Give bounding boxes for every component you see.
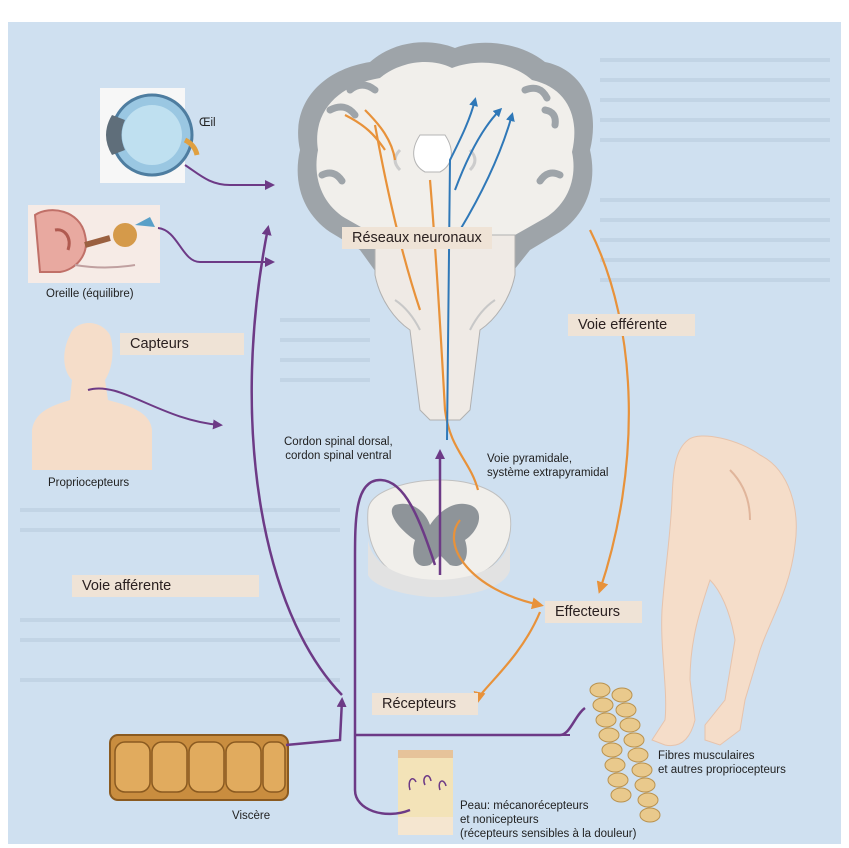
ear-illustration — [28, 205, 160, 283]
label-spinal-cord: Cordon spinal dorsal, cordon spinal vent… — [284, 436, 393, 464]
label-proprioceptors: Propriocepteurs — [48, 477, 129, 491]
label-muscle-fibers-line1: Fibres musculaires — [658, 750, 786, 764]
label-spinal-cord-line2: cordon spinal ventral — [284, 450, 393, 464]
eye-illustration — [100, 88, 197, 183]
label-viscera: Viscère — [232, 810, 270, 824]
label-pyramidal-line1: Voie pyramidale, — [487, 453, 608, 467]
box-neural-networks: Réseaux neuronaux — [342, 227, 492, 249]
label-pyramidal-pathway: Voie pyramidale, système extrapyramidal — [487, 453, 608, 481]
viscera-illustration — [110, 735, 288, 800]
label-ear: Oreille (équilibre) — [46, 288, 134, 302]
label-eye: Œil — [199, 117, 216, 131]
label-skin-line3: (récepteurs sensibles à la douleur) — [460, 828, 636, 842]
box-effectors: Effecteurs — [545, 601, 642, 623]
label-muscle-fibers: Fibres musculaires et autres propriocept… — [658, 750, 786, 778]
box-sensors: Capteurs — [120, 333, 244, 355]
label-muscle-fibers-line2: et autres propriocepteurs — [658, 764, 786, 778]
label-skin-line2: et nonicepteurs — [460, 814, 636, 828]
label-pyramidal-line2: système extrapyramidal — [487, 467, 608, 481]
label-skin-line1: Peau: mécanorécepteurs — [460, 800, 636, 814]
skin-section-illustration — [398, 750, 453, 835]
box-afferent-pathway: Voie afférente — [72, 575, 259, 597]
label-skin: Peau: mécanorécepteurs et nonicepteurs (… — [460, 800, 636, 841]
box-receptors: Récepteurs — [372, 693, 478, 715]
label-spinal-cord-line1: Cordon spinal dorsal, — [284, 436, 393, 450]
box-efferent-pathway: Voie efférente — [568, 314, 695, 336]
